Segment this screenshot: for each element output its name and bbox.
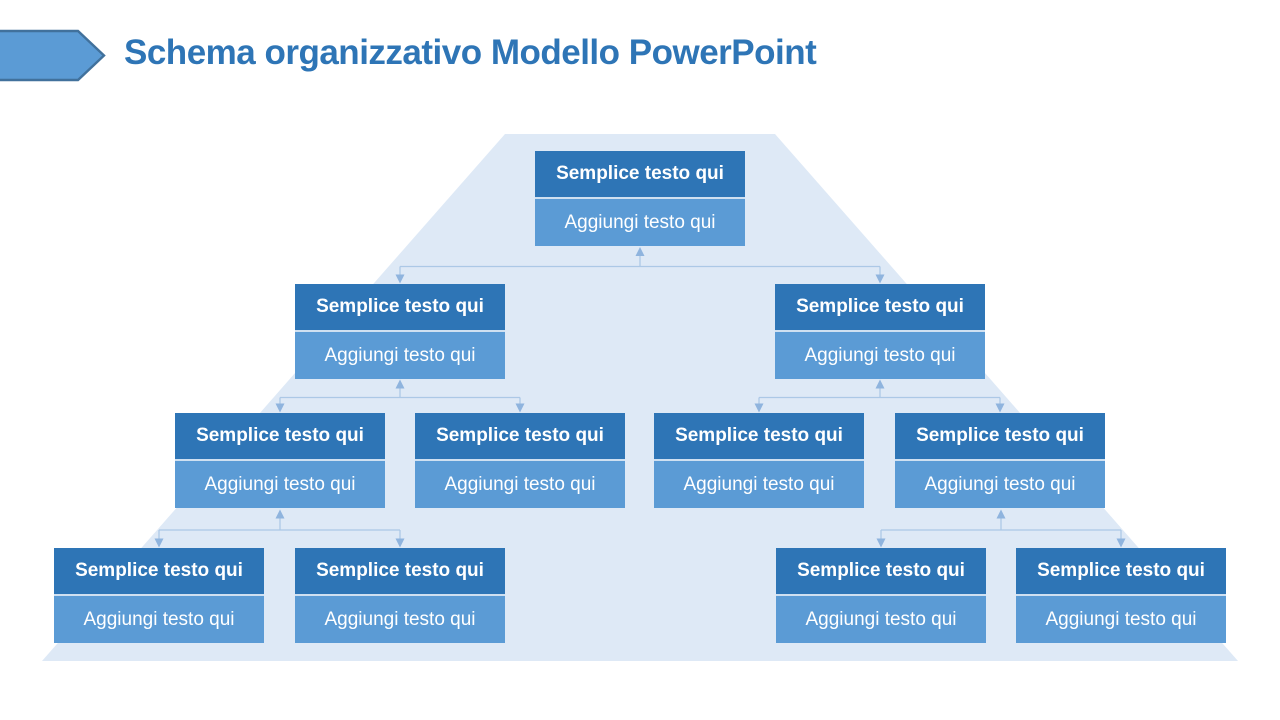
node-title: Semplice testo qui	[54, 548, 264, 594]
connector-level2-left-children	[275, 379, 525, 413]
node-subtitle: Aggiungi testo qui	[54, 596, 264, 643]
node-subtitle: Aggiungi testo qui	[895, 461, 1105, 508]
node-divider	[175, 459, 385, 461]
org-node-level3-1[interactable]: Semplice testo qui Aggiungi testo qui	[175, 413, 385, 508]
org-node-level3-2[interactable]: Semplice testo qui Aggiungi testo qui	[415, 413, 625, 508]
node-title: Semplice testo qui	[535, 151, 745, 197]
org-node-level1-root[interactable]: Semplice testo qui Aggiungi testo qui	[535, 151, 745, 246]
org-node-level4-1[interactable]: Semplice testo qui Aggiungi testo qui	[54, 548, 264, 643]
connector-level1-level2	[395, 247, 885, 284]
node-title: Semplice testo qui	[654, 413, 864, 459]
node-subtitle: Aggiungi testo qui	[654, 461, 864, 508]
node-title: Semplice testo qui	[295, 284, 505, 330]
node-subtitle: Aggiungi testo qui	[295, 596, 505, 643]
node-divider	[535, 197, 745, 199]
node-title: Semplice testo qui	[295, 548, 505, 594]
title-arrow-icon	[0, 29, 106, 82]
node-divider	[415, 459, 625, 461]
pyramid-shape	[42, 134, 1238, 661]
node-title: Semplice testo qui	[895, 413, 1105, 459]
org-node-level4-4[interactable]: Semplice testo qui Aggiungi testo qui	[1016, 548, 1226, 643]
node-divider	[54, 594, 264, 596]
node-divider	[895, 459, 1105, 461]
node-divider	[295, 594, 505, 596]
org-node-level2-left[interactable]: Semplice testo qui Aggiungi testo qui	[295, 284, 505, 379]
node-divider	[295, 330, 505, 332]
org-node-level4-3[interactable]: Semplice testo qui Aggiungi testo qui	[776, 548, 986, 643]
node-subtitle: Aggiungi testo qui	[535, 199, 745, 246]
org-node-level4-2[interactable]: Semplice testo qui Aggiungi testo qui	[295, 548, 505, 643]
node-title: Semplice testo qui	[1016, 548, 1226, 594]
org-node-level3-4[interactable]: Semplice testo qui Aggiungi testo qui	[895, 413, 1105, 508]
org-node-level3-3[interactable]: Semplice testo qui Aggiungi testo qui	[654, 413, 864, 508]
node-subtitle: Aggiungi testo qui	[1016, 596, 1226, 643]
node-title: Semplice testo qui	[776, 548, 986, 594]
connector-level3-left-children	[154, 509, 405, 548]
node-subtitle: Aggiungi testo qui	[295, 332, 505, 379]
node-subtitle: Aggiungi testo qui	[415, 461, 625, 508]
node-title: Semplice testo qui	[775, 284, 985, 330]
node-subtitle: Aggiungi testo qui	[775, 332, 985, 379]
node-divider	[1016, 594, 1226, 596]
node-divider	[776, 594, 986, 596]
connector-level3-right-children	[876, 509, 1126, 548]
org-node-level2-right[interactable]: Semplice testo qui Aggiungi testo qui	[775, 284, 985, 379]
node-subtitle: Aggiungi testo qui	[175, 461, 385, 508]
node-subtitle: Aggiungi testo qui	[776, 596, 986, 643]
node-divider	[654, 459, 864, 461]
slide-title: Schema organizzativo Modello PowerPoint	[124, 33, 817, 72]
node-title: Semplice testo qui	[415, 413, 625, 459]
node-title: Semplice testo qui	[175, 413, 385, 459]
node-divider	[775, 330, 985, 332]
connector-level2-right-children	[754, 379, 1005, 413]
